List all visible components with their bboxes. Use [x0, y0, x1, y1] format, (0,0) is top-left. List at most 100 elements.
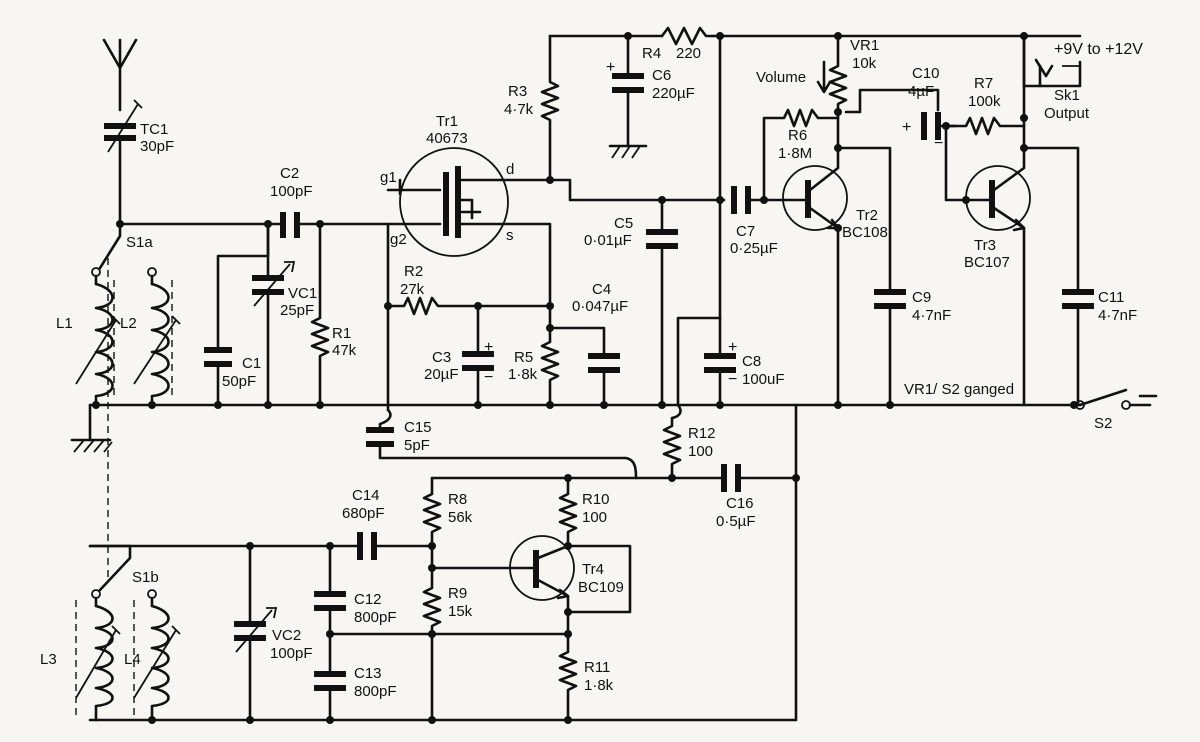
r1-resistor: [310, 222, 330, 406]
c4-capacitor: [548, 326, 620, 407]
c5-capacitor: [646, 198, 678, 407]
c4-label: C4: [592, 281, 611, 298]
r4-resistor: [660, 26, 714, 46]
tc1-label: TC1: [140, 121, 168, 138]
vc2-variable-capacitor: [234, 544, 278, 722]
r7-resistor: [944, 116, 1026, 136]
r4-value: 220: [676, 45, 701, 62]
r9-resistor: [422, 566, 442, 722]
l4-coil: [133, 600, 181, 722]
sk1-note: Output: [1044, 105, 1090, 122]
c3-minus: −: [484, 369, 493, 386]
l2-label: L2: [120, 315, 137, 332]
vc2-label: VC2: [272, 627, 301, 644]
c16-label: C16: [726, 495, 754, 512]
r9-label: R9: [448, 585, 467, 602]
r9-value: 15k: [448, 603, 473, 620]
s1a-switch: [91, 222, 157, 286]
vc1-label: VC1: [288, 285, 317, 302]
c6-value: 220µF: [652, 85, 695, 102]
r1-label: R1: [332, 325, 351, 342]
r12-label: R12: [688, 425, 716, 442]
c13-label: C13: [354, 665, 382, 682]
r10-resistor: [558, 476, 578, 548]
c8-label: C8: [742, 353, 761, 370]
sk1-jack: [1022, 34, 1082, 88]
r6-value: 1·8M: [778, 145, 812, 162]
c15-capacitor: [366, 408, 638, 480]
s1b-switch: [88, 544, 157, 608]
l1-label: L1: [56, 315, 73, 332]
c6-capacitor: [608, 34, 648, 159]
r11-value: 1·8k: [584, 677, 614, 694]
tr4-transistor: [430, 535, 632, 614]
c10-value: 4µF: [908, 83, 934, 100]
l3-coil: [75, 600, 121, 722]
tr1-g2-pin: g2: [390, 231, 407, 248]
tr2-label: Tr2: [856, 207, 878, 224]
c13-capacitor: [314, 632, 346, 722]
c12-value: 800pF: [354, 609, 397, 626]
r3-value: 4·7k: [504, 101, 534, 118]
vc1-value: 25pF: [280, 302, 314, 319]
c8-plus: +: [728, 339, 737, 356]
r7-label: R7: [974, 75, 993, 92]
r4-label: R4: [642, 45, 661, 62]
tr1-label: Tr1: [436, 113, 458, 130]
r3-label: R3: [508, 83, 527, 100]
r12-resistor: [662, 403, 682, 480]
s2-label: S2: [1094, 415, 1112, 432]
tr4-value: BC109: [578, 579, 624, 596]
c12-label: C12: [354, 591, 382, 608]
r10-label: R10: [582, 491, 610, 508]
r5-value: 1·8k: [508, 366, 538, 383]
r10-value: 100: [582, 509, 607, 526]
c14-label: C14: [352, 487, 380, 504]
r5-resistor: [540, 304, 560, 407]
c6-label: C6: [652, 67, 671, 84]
l2-coil: [133, 280, 181, 406]
antenna-symbol: [102, 38, 138, 112]
vr1-value: 10k: [852, 55, 877, 72]
tr4-label: Tr4: [582, 561, 604, 578]
c7-value: 0·25µF: [730, 240, 778, 257]
l4-label: L4: [124, 651, 141, 668]
r5-label: R5: [514, 349, 533, 366]
s1a-label: S1a: [126, 234, 153, 251]
r2-value: 27k: [400, 281, 425, 298]
tr1-g1-pin: g1: [380, 169, 397, 186]
c11-label: C11: [1098, 289, 1124, 306]
r8-resistor: [422, 476, 442, 570]
c7-label: C7: [736, 223, 755, 240]
r8-label: R8: [448, 491, 467, 508]
vr1-potentiometer: [816, 34, 848, 150]
ganged-label: VR1/ S2 ganged: [904, 381, 1014, 398]
c8-minus: −: [728, 371, 737, 388]
c15-label: C15: [404, 419, 432, 436]
c8-value: 100uF: [742, 371, 785, 388]
c5-label: C5: [614, 215, 633, 232]
tr3-value: BC107: [964, 254, 1010, 271]
r6-resistor: [762, 108, 840, 202]
c12-capacitor: [314, 544, 346, 636]
r7-value: 100k: [968, 93, 1001, 110]
vr1-label: VR1: [850, 37, 879, 54]
c10-minus: −: [934, 135, 943, 152]
c6-plus: +: [606, 59, 615, 76]
c1-label: C1: [242, 355, 261, 372]
c15-value: 5pF: [404, 437, 430, 454]
c16-value: 0·5µF: [716, 513, 756, 530]
c14-capacitor: [88, 532, 434, 560]
c16-capacitor: [721, 464, 798, 492]
tr1-value: 40673: [426, 130, 468, 147]
tr1-d-pin: d: [506, 161, 514, 178]
c9-capacitor: [874, 289, 906, 407]
c14-value: 680pF: [342, 505, 385, 522]
c3-value: 20µF: [424, 366, 459, 383]
l1-coil: [75, 280, 121, 406]
vc2-value: 100pF: [270, 645, 313, 662]
vc1-variable-capacitor: [252, 222, 296, 406]
r8-value: 56k: [448, 509, 473, 526]
tc1-value: 30pF: [140, 138, 174, 155]
